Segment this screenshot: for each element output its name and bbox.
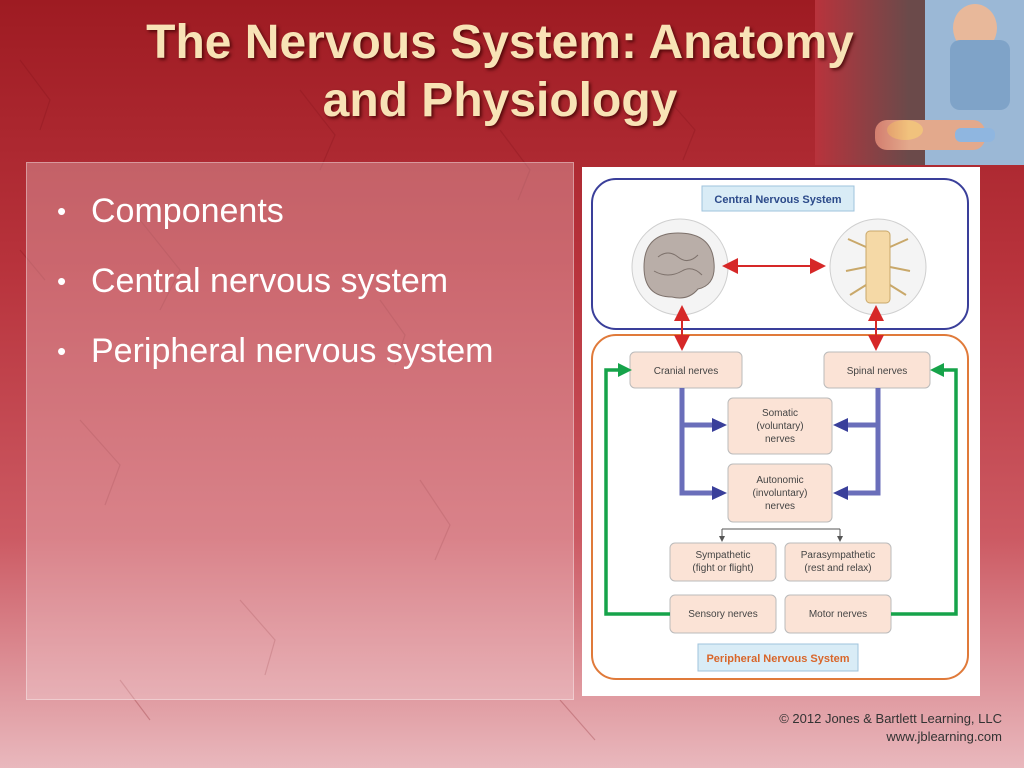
brain-icon (631, 218, 729, 316)
bullet-text: Peripheral nervous system (91, 332, 494, 370)
autonomic-line-1: Autonomic (756, 475, 803, 486)
publisher-url: www.jblearning.com (886, 729, 1002, 744)
right-sensory-loop (891, 368, 958, 616)
bullet-item: • Peripheral nervous system (55, 327, 535, 375)
bullet-item: • Components (55, 187, 535, 235)
sympathetic-line-2: (fight or flight) (692, 563, 753, 574)
somatic-line-3: nerves (765, 434, 795, 445)
bullet-list: • Components • Central nervous system • … (55, 187, 535, 397)
right-sensory-arrow (930, 363, 944, 377)
parasympathetic-box (784, 542, 892, 582)
nervous-system-diagram: Central Nervous System Peripheral Nervou… (582, 167, 980, 696)
autonomic-line-2: (involuntary) (752, 488, 807, 499)
pns-label-box (697, 643, 859, 672)
copyright-footer: © 2012 Jones & Bartlett Learning, LLC ww… (620, 710, 1002, 746)
cranial-nerves-label: Cranial nerves (654, 366, 718, 377)
bullet-glyph: • (57, 336, 67, 366)
cranial-autonomic-arrow (712, 486, 727, 500)
title-line-2: and Physiology (322, 74, 678, 127)
cns-label-box (701, 185, 855, 212)
left-sensory-loop (604, 368, 670, 616)
sensory-nerves-label: Sensory nerves (688, 609, 757, 620)
bullet-glyph: • (57, 196, 67, 226)
motor-nerves-label: Motor nerves (809, 609, 867, 620)
bullet-text: Central nervous system (91, 262, 449, 300)
somatic-line-2: (voluntary) (756, 421, 803, 432)
parasympathetic-line-1: Parasympathetic (801, 550, 875, 561)
bullet-item: • Central nervous system (55, 257, 535, 305)
sympathetic-line-1: Sympathetic (695, 550, 750, 561)
paramedic-photo (815, 0, 1024, 165)
spinal-cord-icon (829, 218, 927, 316)
spinal-nerves-label: Spinal nerves (847, 366, 908, 377)
spinal-somatic-arrow (833, 418, 848, 432)
somatic-nerves-box (727, 397, 833, 455)
pns-label: Peripheral Nervous System (706, 653, 849, 665)
content-panel: • Components • Central nervous system • … (26, 162, 574, 700)
sympathetic-box (669, 542, 777, 582)
spinal-autonomic-arrow (833, 486, 848, 500)
slide-title: The Nervous System: Anatomy and Physiolo… (20, 14, 980, 130)
copyright-text: © 2012 Jones & Bartlett Learning, LLC (779, 711, 1002, 726)
title-line-1: The Nervous System: Anatomy (146, 16, 854, 69)
left-sensory-arrow (618, 363, 632, 377)
autonomic-nerves-box (727, 463, 833, 523)
bullet-text: Components (91, 192, 284, 230)
cranial-somatic-arrow (712, 418, 727, 432)
somatic-line-1: Somatic (762, 408, 798, 419)
autonomic-line-3: nerves (765, 501, 795, 512)
parasympathetic-line-2: (rest and relax) (804, 563, 871, 574)
cns-label: Central Nervous System (714, 194, 841, 206)
bullet-glyph: • (57, 266, 67, 296)
